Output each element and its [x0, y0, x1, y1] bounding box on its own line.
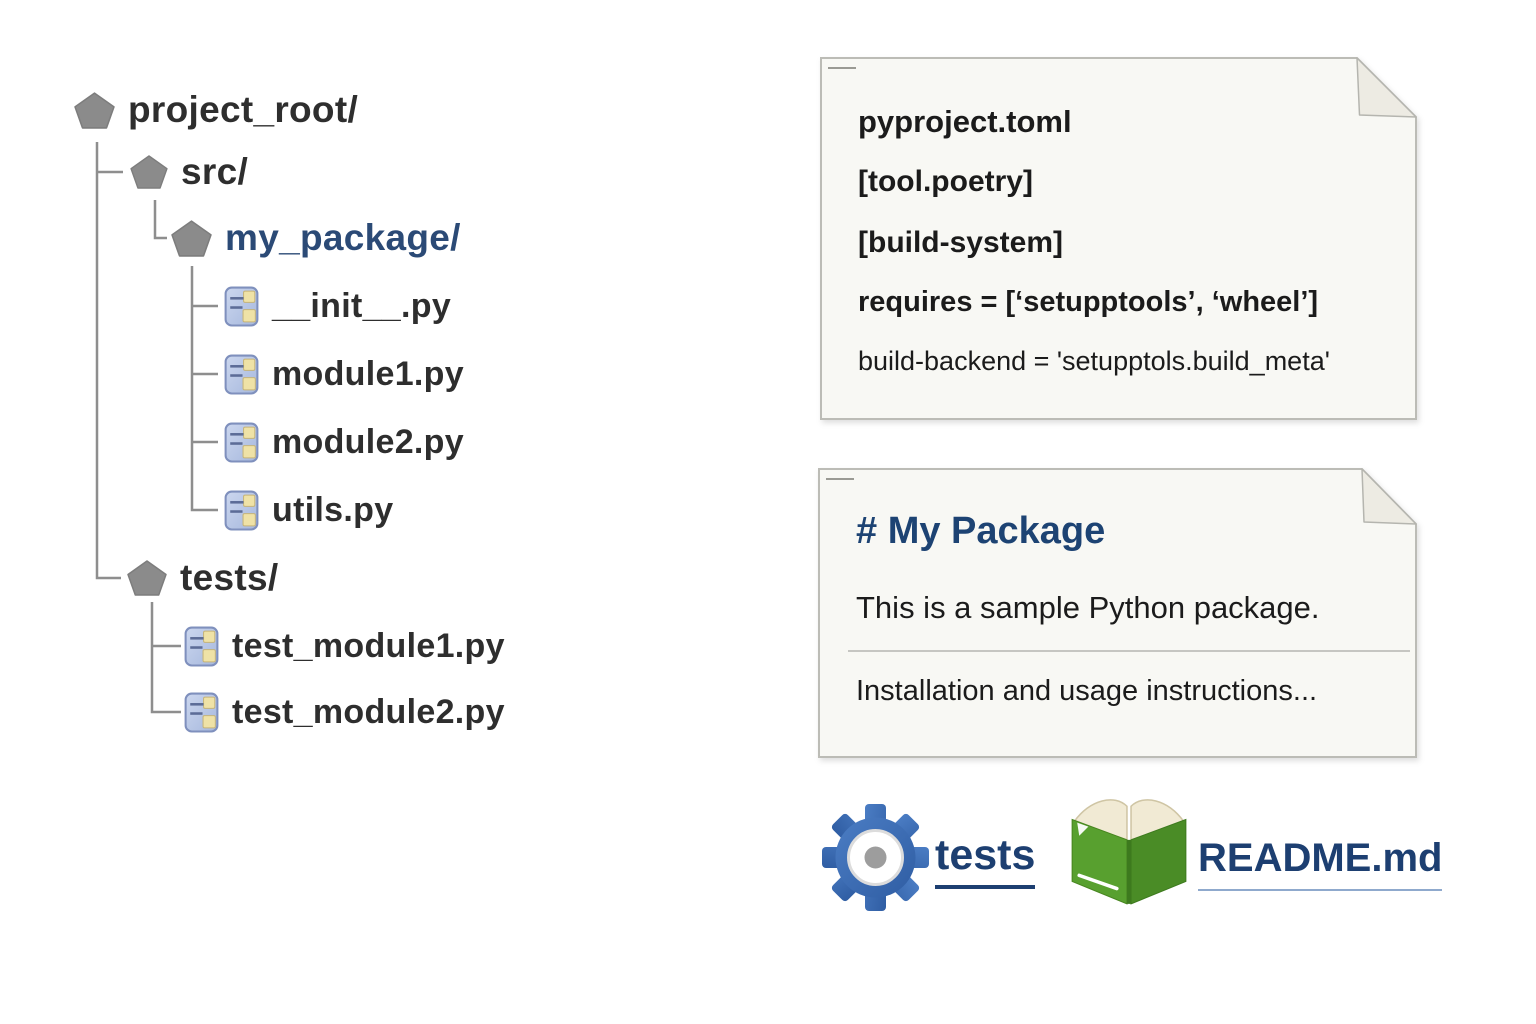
tree-item-test-module2-py: test_module2.py — [184, 689, 505, 735]
gear-icon[interactable] — [818, 800, 933, 915]
python-file-icon — [224, 286, 259, 326]
pyproject-line-build-backend: build-backend = 'setupptols.build_meta' — [858, 346, 1330, 376]
tree-item-init-py: __init__.py — [224, 283, 451, 329]
python-file-icon — [224, 422, 259, 462]
python-file-icon — [184, 692, 219, 732]
pyproject-line-build-system: [build-system] — [858, 226, 1064, 259]
tree-item-label: my_package/ — [225, 217, 461, 258]
folder-icon — [130, 155, 168, 189]
python-file-icon — [224, 490, 259, 530]
folder-icon — [171, 219, 212, 257]
tree-item-label: tests/ — [180, 557, 279, 598]
readme-divider — [848, 650, 1410, 652]
pyproject-line-requires: requires = [‘setupptools’, ‘wheel’] — [858, 286, 1319, 318]
tree-item-label: utils.py — [272, 490, 394, 529]
tree-item-module2-py: module2.py — [224, 419, 464, 465]
tree-item-tests: tests/ — [127, 555, 278, 601]
readme-link[interactable]: README.md — [1198, 836, 1443, 891]
folder-icon — [127, 560, 167, 596]
pyproject-line-tool-poetry: [tool.poetry] — [858, 165, 1033, 198]
tree-item-label: module2.py — [272, 422, 464, 461]
readme-heading: # My Package — [856, 510, 1106, 552]
readme-card: # My Package This is a sample Python pac… — [818, 468, 1417, 758]
tree-item-label: test_module2.py — [232, 692, 505, 731]
folder-icon — [74, 91, 115, 129]
tree-item-label: __init__.py — [272, 286, 452, 325]
tree-item-label: project_root/ — [128, 89, 359, 130]
tree-item-src: src/ — [130, 149, 248, 195]
tree-item-my-package: my_package/ — [171, 215, 461, 261]
tree-item-label: module1.py — [272, 354, 464, 393]
readme-footer: Installation and usage instructions... — [856, 675, 1318, 707]
pyproject-title: pyproject.toml — [858, 104, 1072, 139]
open-book-icon[interactable] — [1064, 794, 1194, 908]
paper-sheet — [820, 57, 1417, 420]
tree-item-label: test_module1.py — [232, 626, 505, 665]
tests-link[interactable]: tests — [935, 831, 1036, 889]
paper-sheet — [818, 468, 1417, 758]
tree-item-utils-py: utils.py — [224, 487, 393, 533]
tree-item-project-root: project_root/ — [74, 87, 358, 133]
python-file-icon — [184, 626, 219, 666]
python-file-icon — [224, 354, 259, 394]
tree-item-test-module1-py: test_module1.py — [184, 623, 505, 669]
tree-item-label: src/ — [181, 151, 249, 192]
readme-body: This is a sample Python package. — [856, 590, 1320, 625]
pyproject-card: pyproject.toml [tool.poetry] [build-syst… — [820, 57, 1417, 420]
tree-item-module1-py: module1.py — [224, 351, 464, 397]
